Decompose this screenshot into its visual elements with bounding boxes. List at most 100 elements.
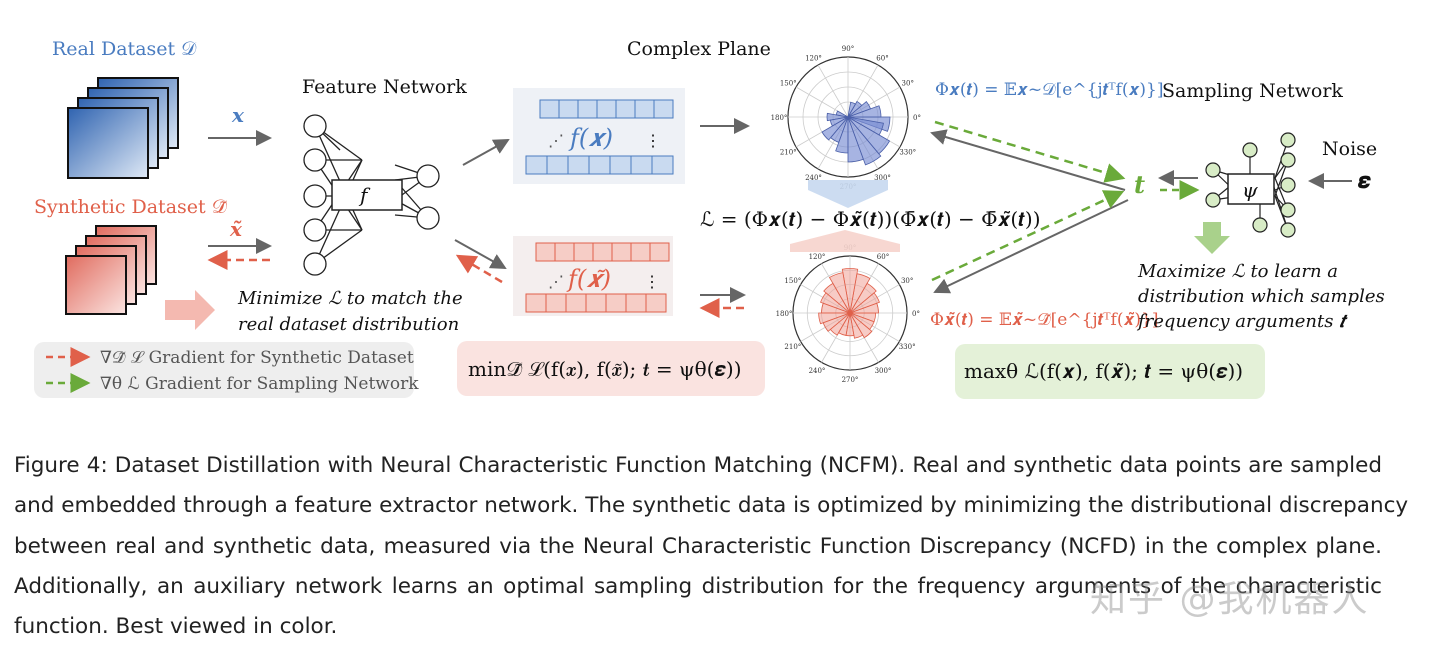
fxtilde-label: f(𝒙̃)	[566, 265, 611, 293]
caption-line-2: and embedded through a feature extractor…	[14, 493, 1409, 519]
polar-angle-label: 240°	[805, 174, 822, 182]
polar-angle-label: 90°	[842, 45, 854, 53]
polar-petal	[849, 312, 875, 331]
maximize-line-2: distribution which samples	[1138, 286, 1385, 307]
polar-angle-label: 330°	[899, 343, 916, 351]
polar-angle-label: 0°	[912, 310, 920, 318]
minimize-line-1: Minimize ℒ to match the	[237, 288, 463, 309]
feature-cell	[651, 155, 674, 175]
maximize-line-3: frequency arguments 𝒕	[1136, 311, 1348, 332]
feature-cell	[625, 293, 647, 313]
sampling-network	[1205, 132, 1296, 238]
fxtilde-dots-2: ⋮	[644, 272, 660, 291]
feature-cell	[546, 155, 569, 175]
feature-cell	[645, 293, 667, 313]
fx-label: f(𝒙)	[568, 124, 613, 152]
max-objective: maxθ ℒ(f(𝒙), f(𝒙̃); 𝒕 = ψθ(𝜺))	[964, 359, 1243, 383]
polar-petal	[820, 292, 851, 314]
polar-petal	[847, 116, 884, 136]
maximize-line-1: Maximize ℒ to learn a	[1137, 261, 1338, 282]
caption-line-1: Figure 4: Dataset Distillation with Neur…	[14, 453, 1382, 478]
polar-angle-label: 120°	[809, 253, 826, 261]
min-objective-box	[457, 341, 765, 396]
feature-cell	[585, 293, 607, 313]
feature-cell	[609, 155, 632, 175]
fx-dots: ⋰	[548, 131, 564, 150]
max-objective-box	[955, 344, 1265, 399]
feature-cell	[525, 293, 547, 313]
polar-angle-label: 0°	[913, 114, 921, 122]
polar-angle-label: 150°	[780, 80, 797, 88]
t-to-polar-real-green	[934, 120, 1126, 183]
polar-angle-label: 180°	[771, 114, 788, 122]
fxtilde-grad-arrow	[455, 254, 503, 284]
blue-fat-arrow	[808, 180, 888, 208]
minimize-line-2: real dataset distribution	[238, 314, 459, 335]
fx-dots-2: ⋮	[645, 131, 661, 150]
fxtilde-dots: ⋰	[548, 272, 564, 291]
complex-plane-label: Complex Plane	[627, 38, 771, 60]
feature-cell	[535, 242, 556, 262]
polar-petal	[826, 112, 849, 122]
polar-angle-label: 210°	[780, 149, 797, 157]
polar-petal	[829, 312, 851, 336]
polar-petal	[823, 282, 851, 314]
feature-network-label: Feature Network	[302, 76, 467, 98]
watermark: 知乎 @我机器人	[1090, 579, 1370, 620]
feature-cell	[588, 155, 611, 175]
net-to-fx-arrow	[462, 139, 510, 166]
polar-angle-label: 60°	[877, 253, 889, 261]
feature-cell	[525, 155, 548, 175]
feature-cell	[649, 242, 670, 262]
loss-formula: ℒ = (Φ𝒙(𝒕) − Φ𝒙̃(𝒕))(Φ̄𝒙(𝒕) − Φ̄𝒙̃(𝒕))	[700, 207, 1041, 231]
feature-cell	[596, 99, 617, 119]
synthetic-dataset-label: Synthetic Dataset 𝒟̃	[34, 196, 228, 218]
polar-petal	[822, 312, 851, 332]
polar-petal	[847, 116, 891, 155]
psi-label: ψ	[1242, 178, 1258, 202]
polar-angle-label: 180°	[776, 310, 793, 318]
polar-angle-label: 60°	[876, 54, 888, 62]
polar-petal	[849, 312, 873, 339]
green-fat-arrow	[1194, 222, 1230, 254]
phi-synth-formula: Φ𝒙̃(𝒕) = 𝔼𝒙̃~𝒟̃[e^{j𝒕ᵀf(𝒙̃)}]	[930, 310, 1158, 330]
polar-angle-label: 30°	[901, 277, 913, 285]
polar-petal	[828, 272, 851, 314]
polar-angle-label: 150°	[784, 277, 801, 285]
x-tilde-label: 𝒙̃	[229, 217, 243, 241]
feature-cell	[565, 293, 587, 313]
synthetic-dataset-stack	[65, 225, 157, 315]
legend-sampling: ∇θ ℒ Gradient for Sampling Network	[100, 374, 419, 394]
feature-cell	[554, 242, 575, 262]
t-label: 𝒕	[1134, 170, 1145, 199]
feature-cell	[615, 99, 636, 119]
feature-cell	[611, 242, 632, 262]
t-to-polar-synth-gray	[933, 199, 1129, 294]
legend-synthetic: ∇𝒟̃ ℒ Gradient for Synthetic Dataset	[100, 348, 414, 368]
ncfm-diagram: Real Dataset 𝒟 Synthetic Dataset 𝒟̃ 𝒙 𝒙̃…	[34, 38, 1385, 399]
legend: ∇𝒟̃ ℒ Gradient for Synthetic Dataset ∇θ …	[34, 342, 419, 398]
t-to-polar-synth-green	[931, 190, 1125, 282]
feature-cell	[539, 99, 560, 119]
phi-real-formula: Φ𝒙(𝒕) = 𝔼𝒙~𝒟[e^{j𝒕ᵀf(𝒙)}]	[935, 80, 1163, 100]
feature-network	[303, 114, 440, 276]
polar-petal	[821, 116, 849, 141]
polar-petal	[847, 100, 863, 118]
minimize-text: Minimize ℒ to match the real dataset dis…	[237, 288, 463, 335]
caption-line-5: function. Best viewed in color.	[14, 614, 338, 640]
polar-plot-synthetic: 90°60°30°0°330°300°270°240°210°180°150°1…	[776, 244, 920, 384]
polar-petal	[847, 101, 872, 118]
polar-plot-real: 90°60°30°0°330°300°270°240°210°180°150°1…	[771, 45, 921, 191]
feature-cell	[573, 242, 594, 262]
polar-angle-label: 270°	[842, 376, 859, 384]
fxtilde-feature-box	[513, 236, 673, 316]
feature-cell	[567, 155, 590, 175]
feature-cell	[545, 293, 567, 313]
caption-line-3: between real and synthetic data, measure…	[14, 533, 1382, 559]
polar-angle-label: 120°	[805, 54, 822, 62]
feature-cell	[634, 99, 655, 119]
min-objective: min𝒟̃ ℒ(f(𝒙), f(𝒙̃); 𝒕 = ψθ(𝜺))	[468, 357, 742, 381]
epsilon-label: 𝜺	[1357, 168, 1371, 194]
x-label: 𝒙	[231, 103, 245, 127]
big-pink-arrow	[165, 290, 215, 330]
